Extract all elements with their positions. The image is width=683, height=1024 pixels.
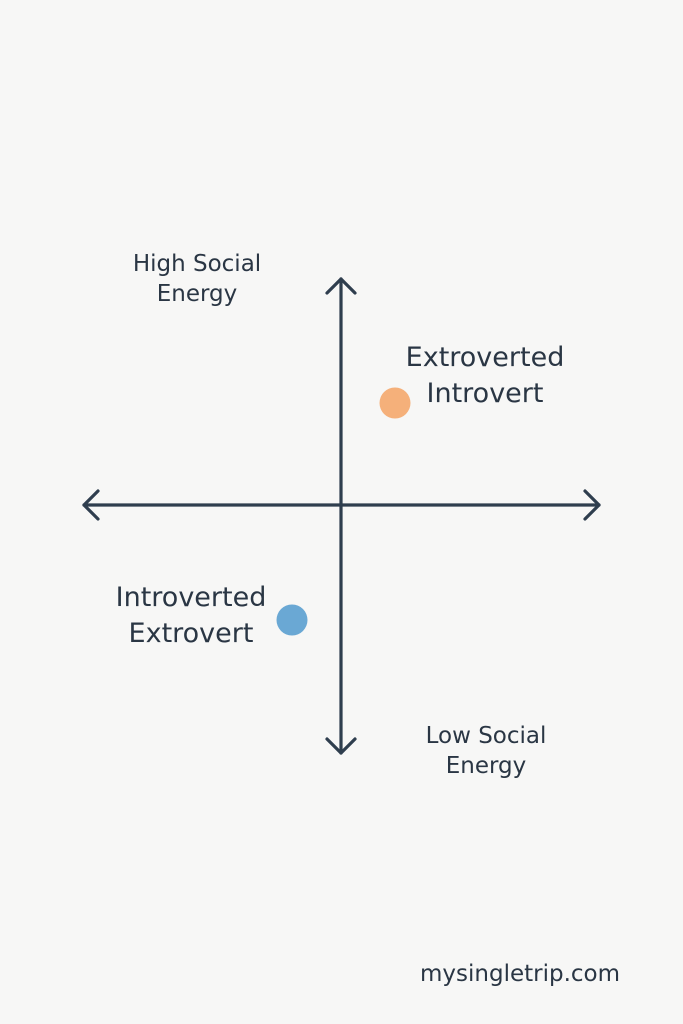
point-label-extroverted-introvert: Extroverted Introvert [405,342,565,409]
arrow-left-icon [82,489,100,521]
arrow-right-icon [583,489,601,521]
axis-label-low-social-energy: Low Social Energy [425,723,547,779]
arrow-down-icon [325,737,357,755]
point-introverted-extrovert [276,604,308,636]
arrow-up-icon [325,277,357,295]
point-extroverted-introvert [379,387,411,419]
site-watermark: mysingletrip.com [420,961,621,987]
point-label-introverted-extrovert: Introverted Extrovert [115,582,267,649]
axis-label-high-social-energy: High Social Energy [132,251,262,307]
